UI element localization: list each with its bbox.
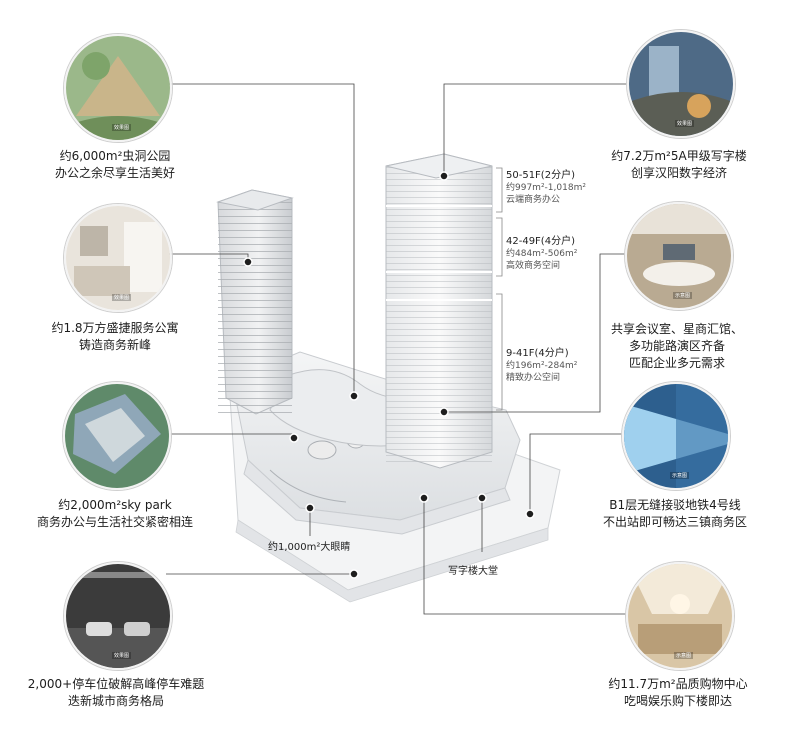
caption-office-5a: 约7.2万m²5A甲级写字楼创享汉阳数字经济 [611, 149, 747, 180]
caption-metro: B1层无缝接驳地铁4号线不出站即可畅达三镇商务区 [602, 498, 747, 529]
bug-park-image: 效果图 [64, 34, 172, 142]
leader-lines [164, 83, 636, 615]
label-big-eye: 约1,000m²大眼睛 [268, 542, 351, 553]
meeting-image: 示意图 [625, 202, 733, 310]
mall-image: 示意图 [626, 562, 734, 670]
label-lobby: 写字楼大堂 [448, 566, 498, 577]
left-tower [216, 189, 294, 415]
parking-image: 效果图 [64, 562, 172, 670]
image-tag: 示意图 [670, 472, 690, 479]
image-tag: 示意图 [674, 652, 694, 659]
marker-dots [243, 171, 535, 579]
image-tag: 示意图 [673, 292, 693, 299]
apartment-image: 效果图 [64, 204, 172, 312]
caption-bug-park: 约6,000m²虫洞公园办公之余尽享生活美好 [54, 149, 175, 180]
caption-apartment: 约1.8万方盛捷服务公寓铸造商务新峰 [51, 321, 179, 352]
image-tag: 效果图 [675, 120, 695, 127]
right-tower [385, 153, 493, 469]
sky-park-image [63, 382, 171, 490]
caption-meeting: 共享会议室、星商汇馆、多功能路演区齐备匹配企业多元需求 [610, 322, 743, 370]
image-tag: 效果图 [112, 652, 132, 659]
office-5a-image: 效果图 [627, 30, 735, 138]
image-tag: 效果图 [112, 124, 132, 131]
caption-mall: 约11.7万m²品质购物中心吃喝娱乐购下楼即达 [608, 677, 748, 708]
image-tag: 效果图 [112, 294, 132, 301]
metro-image: 示意图 [622, 382, 730, 490]
caption-parking: 2,000+停车位破解高峰停车难题迭新城市商务格局 [27, 677, 205, 708]
floor-brackets [496, 167, 503, 411]
